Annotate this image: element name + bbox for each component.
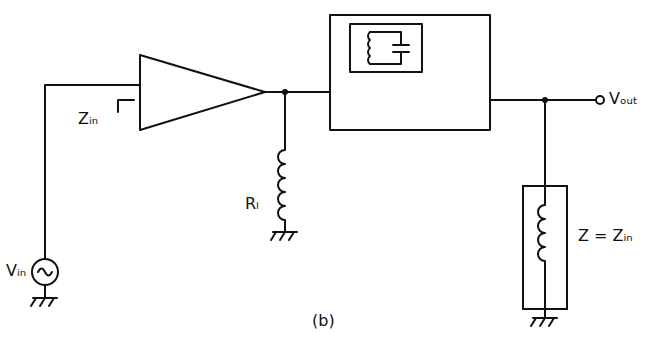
- signal-name: Vᵢₙ: [6, 262, 26, 280]
- impedance-box: Z = Zᵢₙ: [522, 185, 568, 310]
- ground-symbol: [31, 285, 57, 306]
- signal-name: Vₒᵤₜ: [609, 90, 638, 108]
- impedance-name: Zᵢₙ: [78, 110, 98, 128]
- output-wire: [490, 99, 596, 101]
- amp-output-wire: [265, 91, 330, 93]
- figure-caption: (b): [312, 312, 335, 330]
- ground-symbol: [271, 232, 297, 240]
- ac-symbol: [38, 269, 52, 276]
- tank-inductor: [368, 32, 370, 64]
- tank-capacitor: [370, 32, 409, 64]
- amplifier-triangle: [140, 55, 265, 130]
- load-wire: [544, 100, 546, 185]
- input-wire: [45, 85, 140, 259]
- impedance-label: Z = Zᵢₙ: [578, 227, 633, 245]
- ground-symbol: [531, 310, 557, 326]
- component-name: Rₗ: [245, 195, 259, 213]
- tank-box: [350, 24, 422, 72]
- output-terminal: [596, 96, 604, 104]
- voltage-source: [32, 259, 58, 285]
- load-inductor: [278, 92, 285, 232]
- impedance-marker: [118, 100, 134, 112]
- load-impedance-coil: [538, 185, 545, 310]
- network-box: [330, 15, 490, 130]
